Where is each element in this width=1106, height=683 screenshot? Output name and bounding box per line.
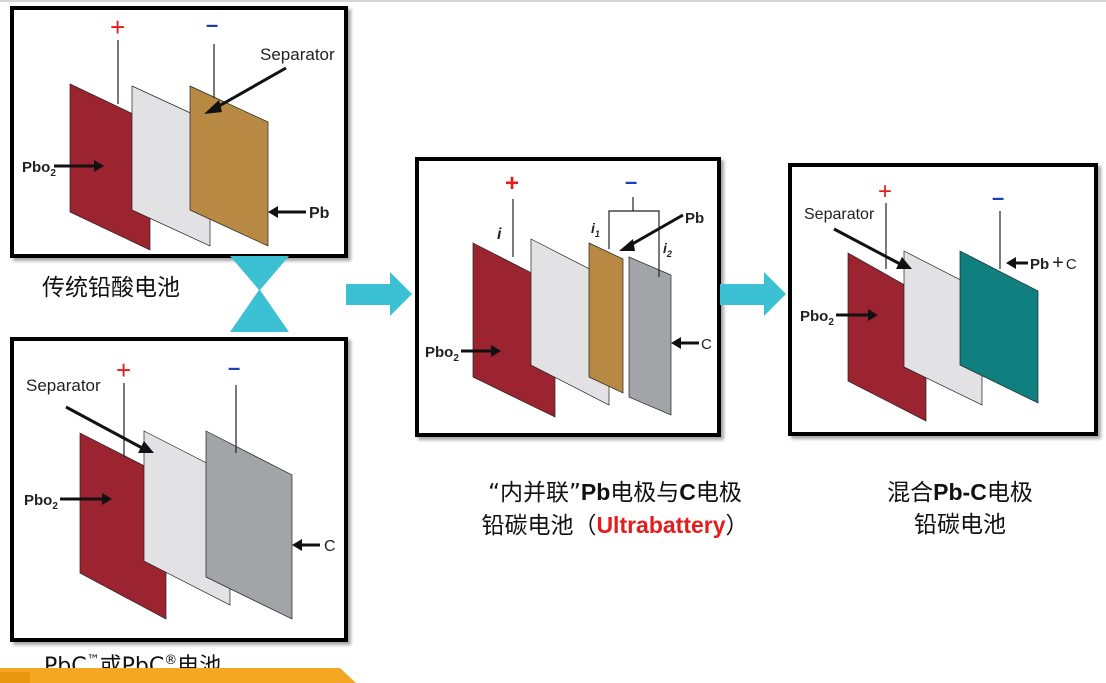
plus-sign: +: [116, 355, 131, 385]
pbo2-label: Pbo2: [22, 159, 56, 179]
c-label: C: [701, 336, 712, 353]
bottom-accent-bar: [0, 668, 356, 683]
traditional-battery-panel: + – Separator Pbo2 Pb: [10, 6, 348, 258]
pbo2-label: Pbo2: [425, 344, 459, 364]
minus-sign: –: [625, 169, 637, 194]
c-plate: [205, 430, 293, 620]
top-divider-line: [0, 0, 1106, 2]
mixed-pbc-panel: + – Separator Pb+C Pbo2: [788, 163, 1098, 436]
separator-label: Separator: [804, 206, 875, 223]
separator-label: Separator: [26, 376, 101, 395]
right-arrow-2: [720, 272, 786, 316]
pbc-plate: [959, 250, 1039, 404]
current-i2-label: i2: [663, 240, 672, 259]
right-arrow-1: [346, 272, 412, 316]
separator-label: Separator: [260, 45, 335, 64]
minus-sign: –: [206, 12, 218, 37]
pbc-battery-panel: + – Separator Pbo2 C: [10, 337, 348, 642]
current-i-label: i: [497, 226, 502, 243]
hourglass-connector: [230, 256, 289, 332]
pb-label: Pb: [309, 205, 330, 222]
pbo2-label: Pbo2: [800, 308, 834, 328]
negative-bus-bar: [608, 210, 660, 277]
pb-plate: [588, 242, 624, 394]
caption-ultrabattery: “内并联”Pb电极与C电极 铅碳电池（Ultrabattery）: [481, 479, 749, 539]
caption-traditional: 传统铅酸电池: [42, 275, 180, 301]
current-i1-label: i1: [591, 220, 600, 239]
ultrabattery-panel: + – i i1 i2 Pb Pbo2 C: [415, 157, 721, 437]
pbo2-plate: [69, 83, 151, 251]
pb-plus-c-label: Pb+C: [1030, 252, 1077, 274]
minus-sign: –: [228, 355, 240, 380]
plus-sign: +: [110, 12, 125, 42]
plus-sign: +: [878, 178, 892, 205]
c-plate: [628, 256, 672, 416]
pbo2-label: Pbo2: [24, 492, 58, 512]
plus-sign: +: [505, 170, 519, 197]
pb-label: Pb: [685, 210, 704, 227]
caption-mixed: 混合Pb-C电极 铅碳电池: [887, 479, 1033, 538]
minus-sign: –: [992, 185, 1004, 210]
c-label: C: [324, 538, 336, 555]
pb-plate: [189, 85, 269, 247]
